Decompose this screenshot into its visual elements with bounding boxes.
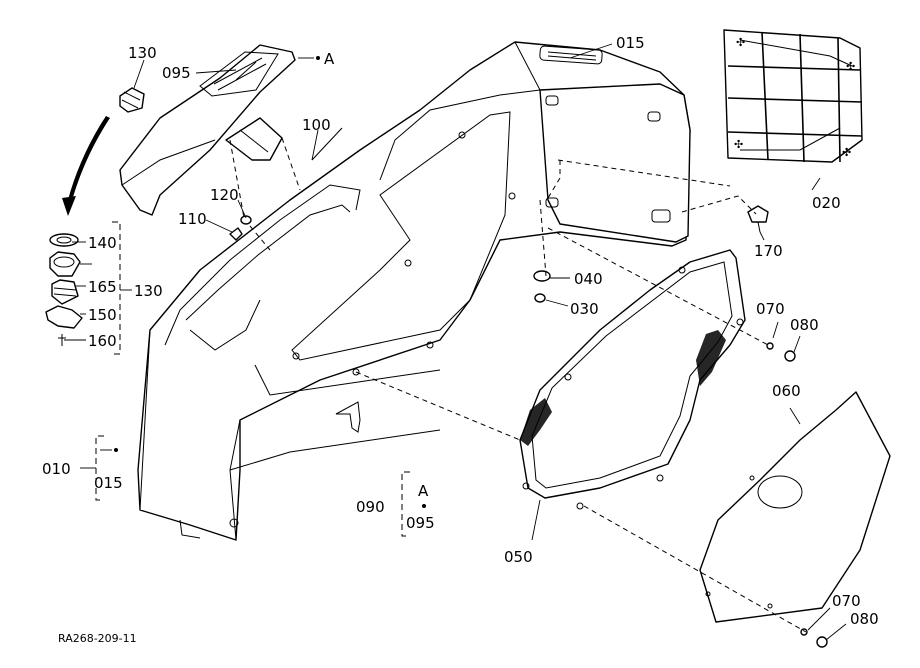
label-130-top: 130 <box>128 44 157 62</box>
mount-symbol: ✣ <box>842 146 851 159</box>
label-020: 020 <box>812 194 841 212</box>
part-labels: 130 095 A 015 100 120 110 140 165 150 16… <box>42 34 879 645</box>
knob-assembly <box>45 233 83 346</box>
drawing-code: RA268-209-11 <box>58 632 137 645</box>
label-015-group: 015 <box>94 474 123 492</box>
assembly-lines <box>229 137 807 633</box>
label-100: 100 <box>302 116 331 134</box>
label-120: 120 <box>210 186 239 204</box>
label-015-top: 015 <box>616 34 645 52</box>
label-160: 160 <box>88 332 117 350</box>
label-060: 060 <box>772 382 801 400</box>
label-095-group: 095 <box>406 514 435 532</box>
label-A-group: A <box>418 482 429 500</box>
mount-symbol: ✣ <box>736 36 745 49</box>
grid-panel-020: ✣ ✣ ✣ ✣ <box>723 29 863 163</box>
label-170: 170 <box>754 242 783 260</box>
label-110: 110 <box>178 210 207 228</box>
mount-symbol: ✣ <box>846 60 855 73</box>
label-070-bot: 070 <box>832 592 861 610</box>
hardware <box>229 127 828 648</box>
label-150: 150 <box>88 306 117 324</box>
label-070-mid: 070 <box>756 300 785 318</box>
inner-rear-panel <box>539 83 731 243</box>
leader-lines <box>64 43 847 641</box>
rotation-arrow <box>62 116 110 216</box>
label-030: 030 <box>570 300 599 318</box>
group-brackets <box>80 221 426 537</box>
roof-hatch-095 <box>119 44 296 216</box>
mesh-frame-050 <box>519 249 746 510</box>
label-140: 140 <box>88 234 117 252</box>
label-095-top: 095 <box>162 64 191 82</box>
label-165: 165 <box>88 278 117 296</box>
knob-130-top <box>119 59 145 113</box>
label-050: 050 <box>504 548 533 566</box>
label-130-group: 130 <box>134 282 163 300</box>
label-040: 040 <box>574 270 603 288</box>
mount-symbol: ✣ <box>734 138 743 151</box>
label-010: 010 <box>42 460 71 478</box>
label-080-bot: 080 <box>850 610 879 628</box>
label-A-top: A <box>324 50 335 68</box>
label-090: 090 <box>356 498 385 516</box>
cover-plate-060 <box>699 391 891 623</box>
label-080-mid: 080 <box>790 316 819 334</box>
